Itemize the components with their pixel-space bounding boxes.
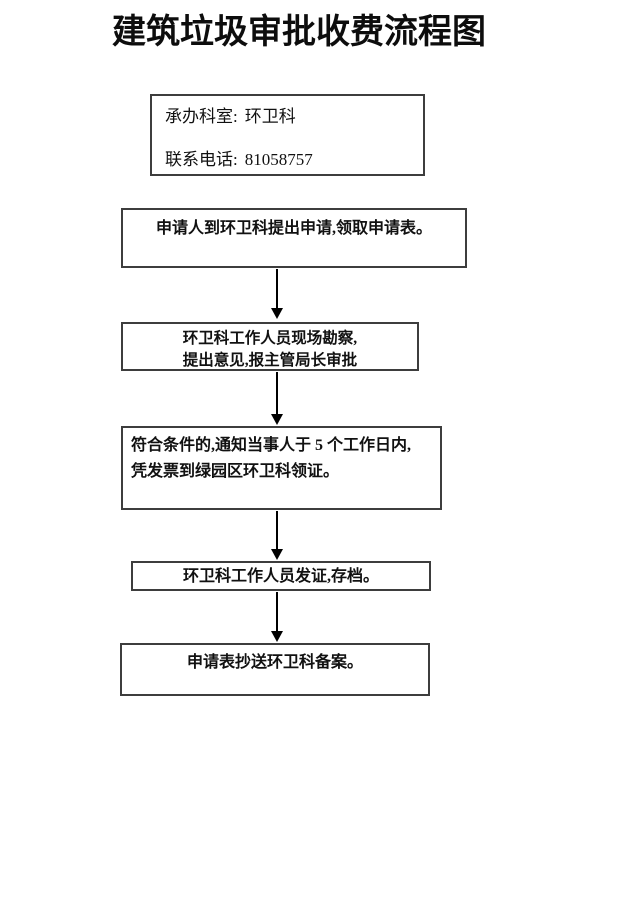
flow-step-line: 凭发票到绿园区环卫科领证。 — [131, 463, 340, 480]
flow-step-line: 符合条件的,通知当事人于 5 个工作日内, — [131, 437, 412, 454]
flow-step-issue-certificate: 环卫科工作人员发证,存档。 — [131, 561, 431, 591]
down-arrow-1 — [271, 269, 283, 319]
arrow-line — [276, 269, 278, 308]
department-value: 环卫科 — [244, 107, 296, 126]
phone-label: 联系电话: — [165, 150, 238, 169]
flow-step-line: 申请人到环卫科提出申请,领取申请表。 — [155, 220, 432, 237]
arrow-line — [276, 372, 278, 414]
contact-department-line: 承办科室: 环卫科 — [165, 106, 423, 128]
arrow-down-icon — [271, 308, 283, 319]
flow-step-apply: 申请人到环卫科提出申请,领取申请表。 — [121, 208, 467, 268]
flow-step-site-survey: 环卫科工作人员现场勘察, 提出意见,报主管局长审批 — [121, 322, 419, 371]
page-title: 建筑垃圾审批收费流程图 — [112, 14, 486, 51]
flow-step-file-record: 申请表抄送环卫科备案。 — [120, 643, 430, 696]
arrow-down-icon — [271, 414, 283, 425]
department-label: 承办科室: — [165, 107, 238, 126]
flow-step-line: 申请表抄送环卫科备案。 — [186, 654, 363, 671]
flow-step-line: 环卫科工作人员现场勘察, — [182, 330, 358, 347]
arrow-down-icon — [271, 631, 283, 642]
arrow-line — [276, 592, 278, 631]
flow-step-line: 环卫科工作人员发证,存档。 — [182, 568, 379, 585]
down-arrow-4 — [271, 592, 283, 642]
contact-phone-line: 联系电话: 81058757 — [165, 149, 423, 171]
arrow-down-icon — [271, 549, 283, 560]
down-arrow-3 — [271, 511, 283, 560]
flow-step-notify: 符合条件的,通知当事人于 5 个工作日内, 凭发票到绿园区环卫科领证。 — [121, 426, 442, 510]
arrow-line — [276, 511, 278, 549]
contact-info-box: 承办科室: 环卫科 联系电话: 81058757 — [150, 94, 425, 176]
flow-step-line: 提出意见,报主管局长审批 — [182, 352, 358, 369]
down-arrow-2 — [271, 372, 283, 425]
phone-value: 81058757 — [244, 150, 313, 169]
